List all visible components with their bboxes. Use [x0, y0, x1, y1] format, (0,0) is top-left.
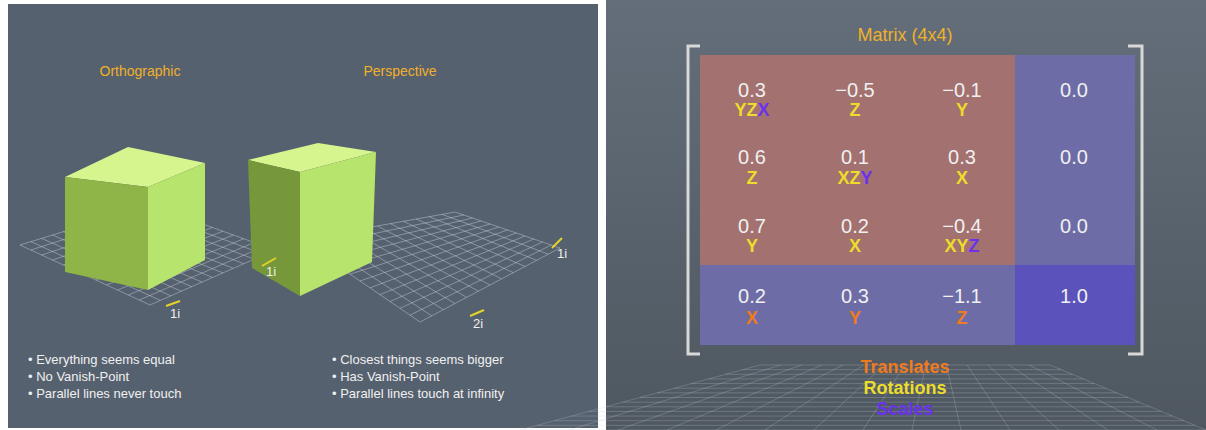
matrix-value: 0.3	[841, 285, 869, 307]
cube-front	[248, 160, 300, 296]
matrix-value: 1.0	[1060, 285, 1088, 307]
axis-letter: X	[849, 236, 861, 256]
matrix-value: 0.3	[738, 79, 766, 101]
axis-letters: X	[956, 169, 968, 189]
grid-line	[442, 214, 548, 254]
legend-translates: Translates	[860, 358, 949, 378]
axis-letters: Z	[957, 309, 968, 329]
matrix-value: 0.0	[1060, 146, 1088, 168]
matrix-value: −1.1	[942, 285, 981, 307]
bullet-note: • Closest things seems bigger	[332, 353, 503, 367]
matrix-value: 0.6	[738, 146, 766, 168]
legend-scales: Scales	[876, 400, 933, 420]
axis-letters: Y	[956, 101, 968, 121]
unit-label: 1i	[170, 307, 180, 321]
rotation-block	[700, 55, 1015, 265]
axis-letters: XYZ	[944, 237, 979, 257]
axis-letters: YZX	[734, 101, 769, 121]
axis-letter: X	[746, 308, 758, 328]
grid-line	[410, 245, 551, 315]
axis-letters: X	[746, 309, 758, 329]
matrix-value: 0.0	[1060, 79, 1088, 101]
bullet-note: • Parallel lines never touch	[28, 387, 181, 401]
matrix-bracket	[688, 46, 700, 354]
axis-letter: X	[837, 168, 849, 188]
axis-letter: Z	[850, 100, 861, 120]
legend-rotations: Rotations	[864, 379, 947, 399]
grid-line	[455, 212, 560, 248]
view-title: Perspective	[363, 64, 436, 79]
matrix-value: 0.2	[841, 215, 869, 237]
matrix-value: 0.0	[1060, 215, 1088, 237]
column-block	[1015, 55, 1135, 265]
matrix-title: Matrix (4x4)	[857, 26, 952, 46]
grid-line	[400, 242, 543, 308]
axis-letter: Z	[957, 308, 968, 328]
unit-tick	[470, 310, 484, 316]
axis-letters: Z	[850, 101, 861, 121]
grid-line	[1050, 365, 1206, 430]
axis-letter: Y	[956, 100, 968, 120]
axis-letter: Y	[746, 236, 758, 256]
axis-letter: X	[944, 236, 956, 256]
axis-letters: Y	[849, 309, 861, 329]
axis-letter: Y	[957, 236, 969, 256]
matrix-bracket	[1128, 46, 1142, 354]
axis-letters: Y	[746, 237, 758, 257]
axis-letter: Z	[747, 168, 758, 188]
grid-line	[380, 236, 525, 295]
grid-line	[390, 239, 534, 302]
axis-letter: Y	[734, 100, 746, 120]
axis-letters: XZY	[837, 169, 872, 189]
matrix-value: 0.7	[738, 215, 766, 237]
cube-front	[65, 177, 148, 290]
matrix-value: 0.1	[841, 146, 869, 168]
axis-letter: Z	[747, 100, 758, 120]
bullet-note: • Parallel lines touch at infinity	[332, 387, 504, 401]
cube-side	[148, 163, 205, 290]
grid-line	[370, 233, 516, 288]
matrix-value: −0.4	[942, 215, 981, 237]
matrix-value: −0.5	[835, 79, 874, 101]
bullet-note: • No Vanish-Point	[28, 370, 129, 384]
axis-letter: Z	[969, 236, 980, 256]
unit-tick	[166, 301, 180, 306]
right-panel	[606, 0, 1206, 430]
bullet-note: • Everything seems equal	[28, 353, 175, 367]
grid-line	[1029, 365, 1157, 430]
view-title: Orthographic	[100, 64, 181, 79]
axis-letter: Y	[849, 308, 861, 328]
axis-letters: Z	[747, 169, 758, 189]
axis-letters: X	[849, 237, 861, 257]
grid-line	[416, 219, 525, 267]
matrix-value: −0.1	[942, 79, 981, 101]
grid-line	[420, 248, 560, 322]
corner-cell	[1015, 265, 1135, 345]
unit-label: 2i	[473, 317, 483, 331]
unit-label: 1i	[266, 265, 276, 279]
matrix-value: 0.3	[948, 146, 976, 168]
axis-letter: X	[956, 168, 968, 188]
row-block	[700, 265, 1015, 345]
cube-side	[300, 152, 376, 296]
bullet-note: • Has Vanish-Point	[332, 370, 440, 384]
axis-letter: Y	[861, 168, 873, 188]
unit-label: 1i	[557, 247, 567, 261]
axis-letter: Z	[850, 168, 861, 188]
left-panel	[8, 4, 598, 428]
axis-letter: X	[758, 100, 770, 120]
matrix-value: 0.2	[738, 285, 766, 307]
grid-line	[429, 217, 537, 261]
